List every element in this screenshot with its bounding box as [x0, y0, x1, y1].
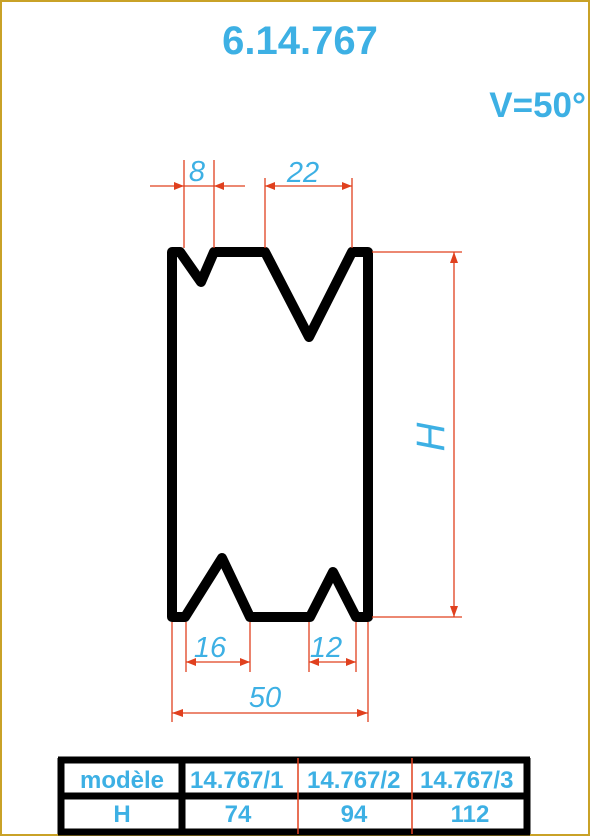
dimension-width: 50 [171, 622, 369, 722]
dimension-height: H [372, 251, 462, 618]
v-angle-label: V=50° [489, 86, 586, 125]
table-header-model: modèle [80, 767, 164, 794]
dimension-bottom-left: 16 [185, 622, 251, 672]
table-cell-model-1: 14.767/1 [190, 767, 283, 794]
dimension-bottom-right: 12 [308, 622, 357, 672]
table-cell-h-2: 94 [341, 801, 368, 828]
dimension-label-width: 50 [249, 682, 281, 714]
dimension-label-bottom-right: 12 [310, 632, 342, 664]
part-number-title: 6.14.767 [222, 19, 378, 63]
table-cell-h-1: 74 [225, 801, 252, 828]
table-header-h: H [113, 801, 130, 828]
table-cell-model-3: 14.767/3 [420, 767, 513, 794]
model-table: modèle 14.767/1 14.767/2 14.767/3 H 74 9… [57, 756, 531, 836]
dimension-top-right: 22 [264, 157, 353, 248]
die-profile [167, 247, 373, 622]
dimension-label-bottom-left: 16 [194, 632, 227, 664]
dimension-top-left: 8 [150, 156, 245, 248]
dimension-label-top-right: 22 [286, 157, 319, 189]
table-cell-model-2: 14.767/2 [307, 767, 400, 794]
table-cell-h-3: 112 [451, 801, 490, 828]
dimension-label-top-left: 8 [189, 156, 205, 188]
dimension-label-height: H [409, 422, 453, 451]
